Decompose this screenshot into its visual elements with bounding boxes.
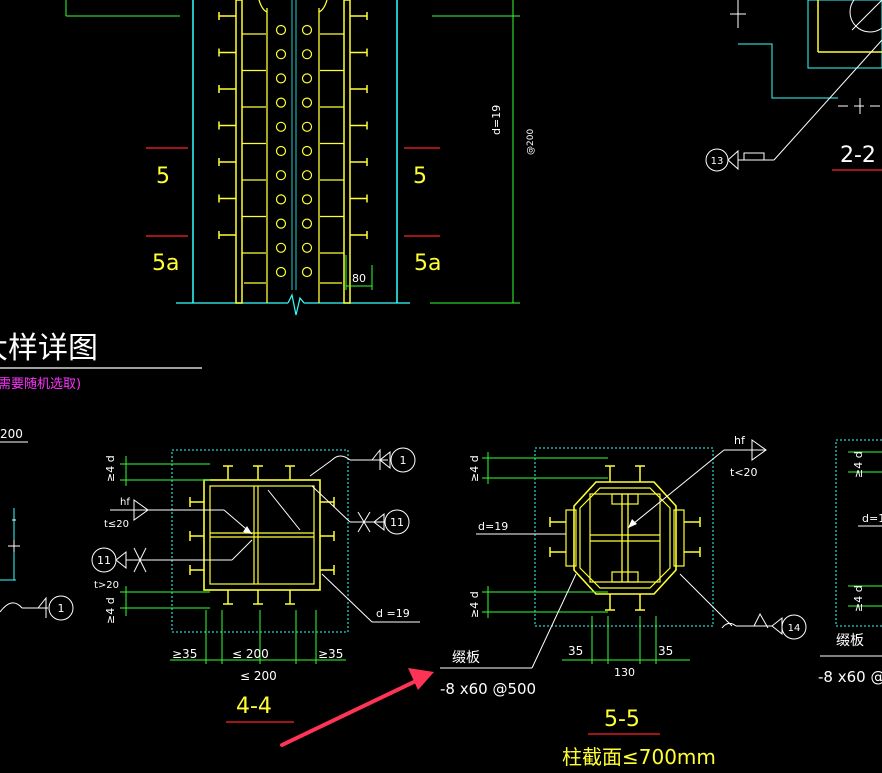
stud-hole — [275, 194, 287, 205]
cut-label-5a-right: 5a — [414, 251, 441, 276]
dim-200-left: 200 — [0, 427, 23, 441]
cover-plate-octagon — [573, 481, 677, 595]
dim-le200-mid: ≤ 200 — [232, 647, 269, 661]
section-4-4: ≥4 d ≥4 d hf t≤20 11 t>20 1 — [91, 447, 420, 723]
weld-callout-1-left — [48, 595, 74, 621]
stud-hole — [275, 218, 287, 229]
stud-hole — [275, 170, 287, 181]
stud-hole — [301, 218, 313, 229]
stud-hole — [275, 49, 287, 60]
weld-callout-11-right — [384, 509, 410, 535]
stud-hole — [301, 145, 313, 157]
break-symbol — [287, 293, 305, 316]
stud-d-label-4-4: d =19 — [376, 607, 410, 620]
dim-d-label: d=19 — [490, 105, 503, 135]
stud-hole — [301, 121, 313, 132]
stud-hole — [301, 242, 313, 253]
cover-plate-label-right: 缀板 — [836, 633, 864, 649]
section-5-5: ≥4 d ≥4 d d=19 hf t<20 14 35 130 35 — [440, 434, 807, 769]
stud-hole — [275, 242, 287, 253]
stud-d-label-5-5: d=19 — [478, 520, 508, 533]
right-flange — [343, 0, 351, 304]
cover-plate-spec-right: -8 x60 @5 — [818, 668, 882, 686]
stud-hole — [275, 145, 287, 157]
detail-heading: 大样详图 — [0, 331, 98, 366]
stud-d-right: d=1 — [862, 512, 882, 525]
stud-hole — [301, 49, 313, 60]
stud-hole — [301, 97, 313, 108]
dim-ge35-right: ≥35 — [318, 647, 343, 661]
cover-plate-label: 缀板 — [452, 650, 480, 666]
dim-80-label: 80 — [352, 272, 366, 285]
t-gt-20-label: t>20 — [94, 580, 119, 591]
stud-hole — [301, 170, 313, 181]
cover-plate-spec: -8 x60 @500 — [440, 680, 536, 698]
dim-35-left: 35 — [568, 644, 583, 658]
stud-hole — [301, 73, 313, 84]
stud-hole — [301, 24, 313, 36]
hf-label-4-4: hf — [120, 497, 130, 508]
stud-hole — [301, 266, 313, 278]
detail-title: 大样详图 需要随机选取) — [0, 331, 202, 392]
annotation-arrow — [280, 668, 434, 747]
shear-studs-5-5 — [549, 465, 701, 611]
svg-text:1: 1 — [400, 454, 407, 467]
shear-studs — [218, 12, 368, 278]
section-5-5-label: 5-5 — [604, 707, 640, 732]
t-lt-20-label: t<20 — [730, 466, 758, 479]
weld-callout-13 — [705, 148, 729, 172]
weld-callout-14 — [781, 614, 807, 640]
column-elevation: d=19 @200 80 5 5a 5 5a — [65, 0, 536, 316]
box-column — [203, 479, 321, 591]
dim-spacing-label: @200 — [526, 129, 536, 155]
section-2-2: 13 2-2 — [705, 0, 882, 172]
callout-leader-13 — [773, 39, 882, 161]
dim-4d-top-right: ≥4 d — [852, 451, 865, 478]
dim-4d-bottom-4-4: ≥4 d — [104, 597, 117, 624]
section-5-5-outline — [534, 447, 714, 627]
dim-le200-bottom: ≤ 200 — [240, 669, 277, 683]
dim-ge35-left: ≥35 — [172, 647, 197, 661]
dim-4d-bottom-right: ≥4 d — [852, 585, 865, 612]
stud-hole — [275, 24, 287, 36]
detail-note: 需要随机选取) — [0, 377, 81, 392]
stud-hole — [275, 121, 287, 132]
dim-4d-top-5-5: ≥4 d — [468, 455, 481, 482]
stud-hole — [275, 73, 287, 84]
cut-label-5-right: 5 — [413, 164, 427, 189]
section-2-2-label: 2-2 — [840, 143, 876, 168]
svg-text:11: 11 — [390, 516, 404, 529]
svg-text:11: 11 — [97, 554, 111, 567]
section-4-4-label: 4-4 — [236, 694, 272, 719]
right-fragment: ≥4 d d=1 ≥4 d 缀板 -8 x60 @5 — [818, 439, 882, 686]
t-le-20-label: t≤20 — [104, 519, 129, 530]
stud-hole — [301, 194, 313, 205]
svg-text:1: 1 — [58, 602, 65, 615]
dim-4d-top-4-4: ≥4 d — [104, 455, 117, 482]
cut-label-5a-left: 5a — [152, 251, 179, 276]
left-flange — [235, 0, 243, 304]
shear-studs-4-4 — [189, 465, 335, 605]
weld-callout-1-top — [390, 447, 416, 473]
dim-35-right: 35 — [658, 644, 673, 658]
cut-label-5-left: 5 — [156, 164, 170, 189]
section-5-5-subtitle: 柱截面≤700mm — [562, 745, 716, 769]
hf-label-5-5: hf — [734, 434, 746, 447]
stud-hole — [275, 266, 287, 278]
left-fragment: 200 1 — [0, 427, 74, 621]
dim-130: 130 — [614, 666, 635, 679]
stud-hole — [275, 97, 287, 108]
section-2-2-circle — [849, 0, 882, 33]
svg-text:13: 13 — [711, 156, 724, 167]
svg-text:14: 14 — [788, 623, 801, 634]
dim-4d-bottom-5-5: ≥4 d — [468, 591, 481, 618]
